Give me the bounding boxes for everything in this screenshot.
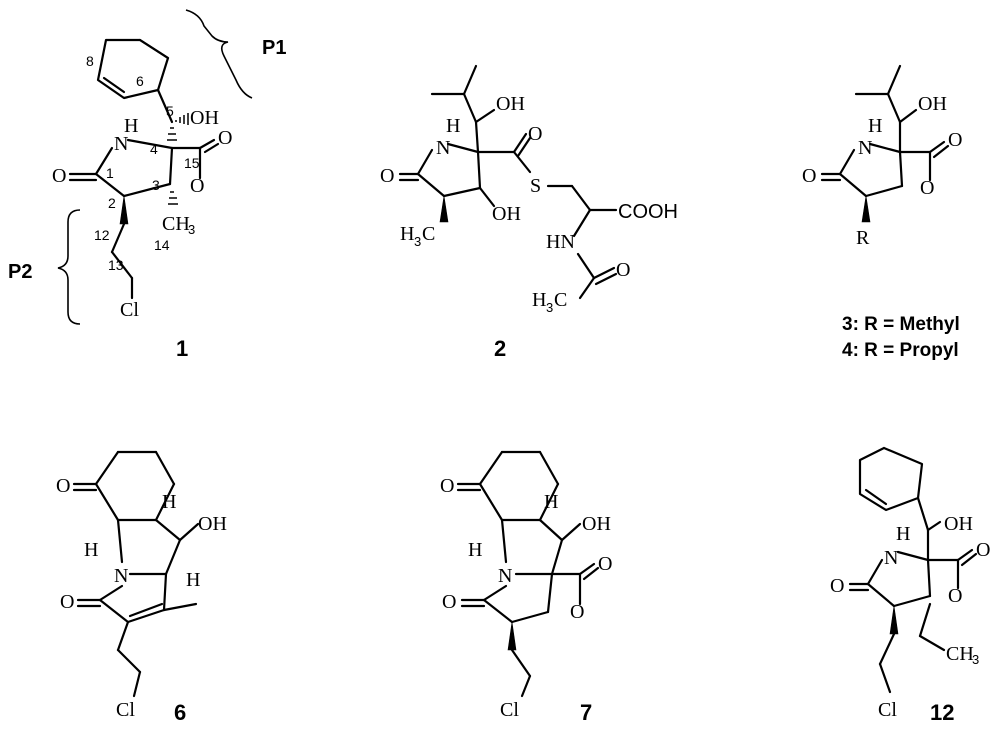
atom-n: N bbox=[498, 565, 512, 587]
atom-h: H bbox=[400, 223, 414, 245]
compound-7: O H OH H N O O O Cl 7 bbox=[440, 450, 612, 725]
atom-h: H bbox=[84, 539, 98, 561]
atom-o: O bbox=[802, 165, 816, 187]
locant-6: 6 bbox=[136, 73, 144, 89]
atom-o: O bbox=[528, 123, 542, 145]
atom-oh: OH bbox=[918, 93, 947, 115]
locant-3: 3 bbox=[152, 177, 160, 193]
atom-h: H bbox=[544, 491, 558, 513]
locant-13: 13 bbox=[108, 257, 124, 273]
compound-2: OH H N O O S OH COOH HN O H 3 C H 3 C 2 bbox=[380, 64, 678, 361]
label-p2: P2 bbox=[8, 261, 32, 283]
atom-n: N bbox=[436, 137, 450, 159]
atom-o: O bbox=[976, 539, 990, 561]
locant-2: 2 bbox=[108, 195, 116, 211]
locant-15: 15 bbox=[184, 155, 200, 171]
atom-o: O bbox=[56, 475, 70, 497]
atom-n: N bbox=[858, 137, 872, 159]
hash-bond-c5-c4 bbox=[167, 127, 177, 141]
atom-o: O bbox=[442, 591, 456, 613]
atom-s: S bbox=[530, 175, 541, 197]
caption-compound-4: 4: R = Propyl bbox=[842, 340, 959, 361]
compound-number: 12 bbox=[930, 700, 954, 725]
atom-o: O bbox=[830, 575, 844, 597]
atom-oh: OH bbox=[190, 107, 219, 129]
atom-h: H bbox=[868, 115, 882, 137]
atom-h: H bbox=[124, 115, 138, 137]
compound-1: P1 P2 H N OH O O O CH 3 Cl 8 6 5 4 1 3 2… bbox=[8, 9, 286, 361]
atom-n: N bbox=[114, 133, 128, 155]
compound-12: OH H N O O O CH 3 Cl 12 bbox=[830, 446, 990, 725]
atom-o: O bbox=[60, 591, 74, 613]
compound-6: O H OH H N H O Cl 6 bbox=[56, 450, 227, 725]
atom-o: O bbox=[570, 601, 584, 623]
atom-o: O bbox=[52, 165, 66, 187]
atom-o: O bbox=[190, 175, 204, 197]
hash-bond-c5-oh bbox=[175, 113, 189, 125]
atom-oh: OH bbox=[944, 513, 973, 535]
locant-4: 4 bbox=[150, 141, 158, 157]
atom-hn: HN bbox=[546, 231, 575, 253]
atom-o: O bbox=[598, 553, 612, 575]
atom-cl: Cl bbox=[120, 299, 139, 321]
atom-h: H bbox=[162, 491, 176, 513]
atom-oh: OH bbox=[496, 93, 525, 115]
atom-subscript: 3 bbox=[546, 300, 553, 315]
compound-number: 1 bbox=[176, 336, 188, 361]
locant-8: 8 bbox=[86, 53, 94, 69]
compound-number: 7 bbox=[580, 700, 592, 725]
atom-cl: Cl bbox=[878, 699, 897, 721]
atom-oh: OH bbox=[582, 513, 611, 535]
atom-cooh: COOH bbox=[618, 201, 678, 223]
compound-3-4: OH H N O O O R 3: R = Methyl 4: R = Prop… bbox=[802, 64, 962, 361]
caption-compound-3: 3: R = Methyl bbox=[842, 314, 960, 335]
locant-12: 12 bbox=[94, 227, 110, 243]
atom-oh: OH bbox=[198, 513, 227, 535]
atom-oh: OH bbox=[492, 203, 521, 225]
atom-subscript: 3 bbox=[972, 652, 979, 667]
atom-h: H bbox=[532, 289, 546, 311]
atom-h: H bbox=[446, 115, 460, 137]
atom-subscript: 3 bbox=[414, 234, 421, 249]
atom-subscript: 3 bbox=[188, 222, 195, 237]
atom-o: O bbox=[948, 129, 962, 151]
atom-r: R bbox=[856, 227, 870, 249]
locant-14: 14 bbox=[154, 237, 170, 253]
atom-o: O bbox=[948, 585, 962, 607]
atom-n: N bbox=[884, 547, 898, 569]
atom-h: H bbox=[186, 569, 200, 591]
atom-ch: CH bbox=[162, 213, 190, 235]
atom-cl: Cl bbox=[116, 699, 135, 721]
atom-h: H bbox=[468, 539, 482, 561]
label-p1: P1 bbox=[262, 37, 286, 59]
atom-o: O bbox=[380, 165, 394, 187]
atom-o: O bbox=[920, 177, 934, 199]
hash-bond-c3-ch3 bbox=[168, 191, 178, 205]
atom-o: O bbox=[440, 475, 454, 497]
brace-p2 bbox=[57, 209, 81, 325]
atom-c: C bbox=[422, 223, 435, 245]
locant-5: 5 bbox=[166, 103, 174, 119]
atom-c: C bbox=[554, 289, 567, 311]
atom-cl: Cl bbox=[500, 699, 519, 721]
atom-o: O bbox=[616, 259, 630, 281]
atom-h: H bbox=[896, 523, 910, 545]
atom-ch: CH bbox=[946, 643, 974, 665]
locant-1: 1 bbox=[106, 165, 114, 181]
atom-o: O bbox=[218, 127, 232, 149]
brace-p1 bbox=[185, 9, 253, 99]
atom-n: N bbox=[114, 565, 128, 587]
compound-number: 6 bbox=[174, 700, 186, 725]
compound-number: 2 bbox=[494, 336, 506, 361]
